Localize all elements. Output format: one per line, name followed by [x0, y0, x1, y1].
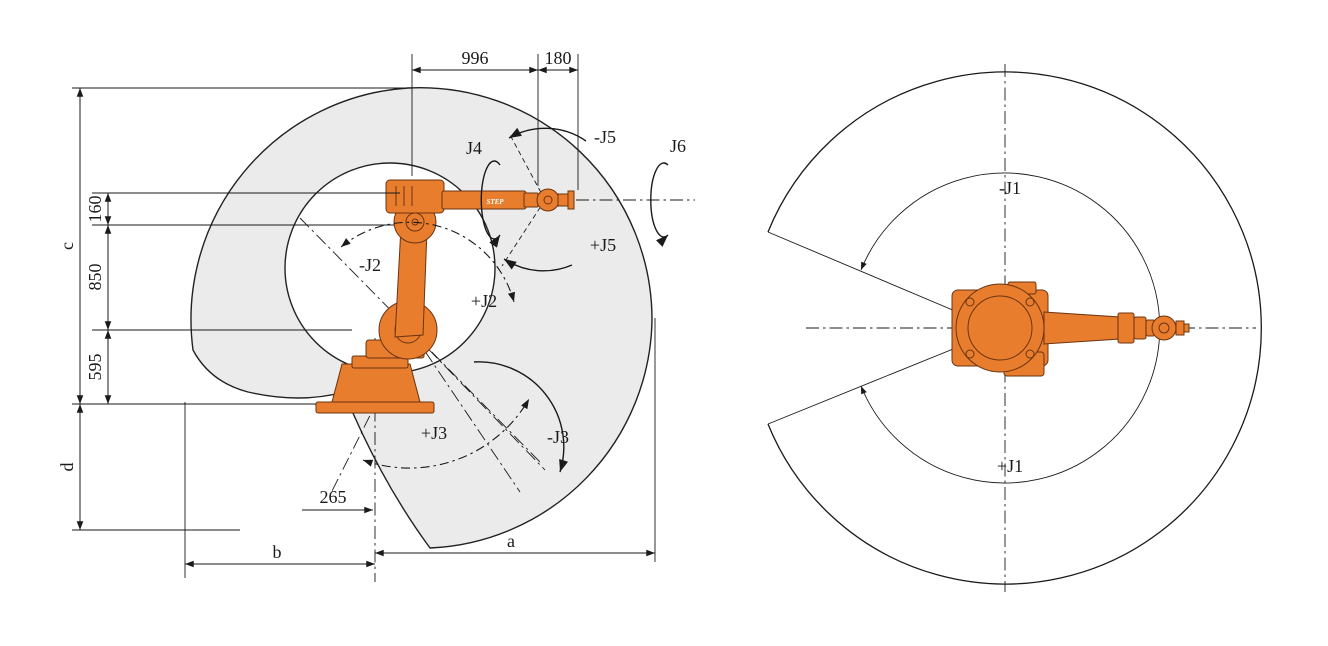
robot-wrist-ring [543, 195, 553, 205]
j3-range-arc [362, 398, 530, 469]
robot-wrist-link [557, 193, 569, 207]
extension-lines-side [72, 54, 656, 578]
robot-wrist-box [523, 192, 539, 208]
joint-annotations-side: J4 J6 -J5 +J5 -J2 +J2 +J3 -J3 [340, 127, 686, 473]
robot-wrist-joint [536, 188, 560, 212]
robot-base-plate [315, 401, 435, 414]
pos-j1-label: +J1 [997, 456, 1023, 476]
robot-top-bolt-2 [1025, 297, 1035, 307]
robot-tool-flange [567, 190, 575, 210]
j6-label: J6 [670, 136, 686, 156]
robot-top-wrist-joint [1151, 315, 1177, 341]
robot-top-tool-tip [1183, 323, 1190, 333]
pos-j3-label: +J3 [421, 423, 447, 443]
robot-top-flange [1175, 320, 1185, 336]
robot-side-view: STEP [315, 179, 575, 414]
robot-top-view [951, 281, 1190, 377]
dim-b-label: b [273, 542, 282, 562]
neg-j1-label: -J1 [999, 178, 1021, 198]
j4-label: J4 [466, 138, 482, 158]
dimension-labels-side: 996 180 160 850 595 c d 265 b a [57, 48, 572, 562]
robot-lower-arm [394, 226, 428, 338]
robot-top-wrist-cyl-1 [1117, 312, 1135, 344]
j5-limit-line-up [508, 132, 546, 201]
robot-top-turntable [955, 283, 1045, 373]
neg-j3-label: -J3 [547, 427, 569, 447]
dim-850-label: 850 [85, 264, 105, 291]
dim-160-label: 160 [85, 196, 105, 223]
robot-top-bolt-4 [1025, 349, 1035, 359]
j5-limit-line-down [501, 199, 546, 267]
dim-595-label: 595 [85, 354, 105, 381]
dimension-lines-side [76, 66, 655, 568]
dim-265-label: 265 [320, 487, 347, 507]
robot-top-wrist-ring [1158, 322, 1170, 334]
top-view: -J1 +J1 [767, 64, 1262, 592]
dim-d-label: d [57, 463, 77, 472]
robot-top-bolt-1 [965, 297, 975, 307]
pos-j5-label: +J5 [590, 235, 616, 255]
dim-180-label: 180 [545, 48, 572, 68]
robot-forearm [441, 190, 527, 210]
dim-c-label: c [57, 242, 77, 250]
robot-top-wrist-cyl-2 [1133, 316, 1147, 340]
dim-a-label: a [507, 531, 515, 551]
neg-j5-arrow [508, 127, 587, 142]
dim-996-label: 996 [462, 48, 489, 68]
robot-base-body [331, 363, 421, 403]
pos-j2-label: +J2 [471, 291, 497, 311]
side-view: STEP [57, 48, 695, 582]
neg-j2-label: -J2 [359, 255, 381, 275]
neg-j3-arrow [473, 361, 569, 473]
robot-top-turntable-ring [967, 295, 1033, 361]
robot-top-bolt-3 [965, 349, 975, 359]
robot-brand-label: STEP [486, 198, 504, 206]
j6-rotation-arrow [650, 162, 669, 247]
neg-j5-label: -J5 [594, 127, 616, 147]
work-envelope-top-outer [767, 71, 1262, 585]
robot-top-arm [1043, 311, 1121, 345]
robot-forearm-motor [385, 179, 445, 214]
